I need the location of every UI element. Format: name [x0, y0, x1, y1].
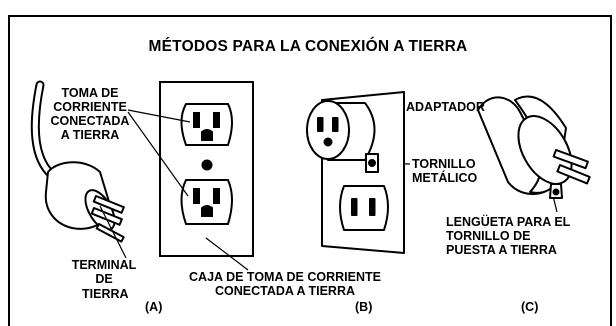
label-line: TORNILLO [412, 157, 476, 171]
label-metal-screw: TORNILLO METÁLICO [412, 157, 477, 185]
label-line: CAJA DE TOMA DE CORRIENTE [189, 270, 381, 284]
label-ground-terminal: TERMINAL DE [54, 258, 154, 286]
panel-label-a: (A) [145, 300, 163, 314]
label-line: DE [95, 272, 113, 286]
label-line: METÁLICO [412, 171, 478, 185]
label-line: A TIERRA [60, 128, 120, 142]
label-grounded-outlet: TOMA DE CORRIENTE CONECTADA A TIERRA [38, 86, 142, 142]
diagram-title: MÉTODOS PARA LA CONEXIÓN A TIERRA [148, 38, 468, 55]
panel-label-b: (B) [355, 300, 373, 314]
label-ground-terminal-last: TIERRA [82, 287, 129, 301]
label-line: TOMA DE [61, 86, 119, 100]
label-line: TORNILLO DE [446, 229, 531, 243]
label-line: CORRIENTE [53, 100, 127, 114]
label-line: TERMINAL [71, 258, 137, 272]
duplex-outlet-illustration [159, 81, 254, 257]
two-prong-plug-illustration [477, 95, 591, 199]
label-line: PUESTA A TIERRA [446, 243, 557, 257]
label-outlet-box: CAJA DE TOMA DE CORRIENTE CONECTADA A TI… [165, 270, 405, 298]
label-line: CONECTADA [50, 114, 130, 128]
metal-screw-icon [368, 159, 376, 167]
label-line: LENGÜETA PARA EL [446, 215, 571, 229]
label-grounding-tab: LENGÜETA PARA EL TORNILLO DE PUESTA A TI… [446, 215, 570, 257]
label-line: CONECTADA A TIERRA [214, 284, 356, 298]
outer-frame [8, 15, 612, 326]
adapter-outlet-illustration [306, 91, 405, 254]
grounded-plug-illustration [30, 80, 125, 243]
panel-label-c: (C) [521, 300, 539, 314]
label-adapter: ADAPTADOR [406, 100, 485, 114]
